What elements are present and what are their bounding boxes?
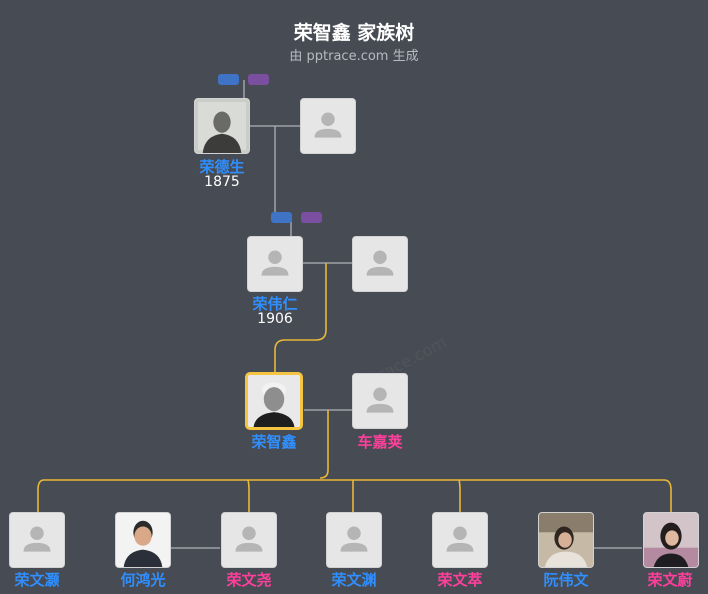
pill-blue-indicator[interactable]	[271, 212, 292, 223]
person-name[interactable]: 车嘉荚	[357, 433, 403, 451]
portrait-photo[interactable]	[538, 512, 594, 568]
children-bus	[37, 479, 672, 512]
portrait-placeholder[interactable]	[326, 512, 382, 568]
person-name[interactable]: 荣智鑫	[251, 433, 297, 451]
page-title: 荣智鑫 家族树	[293, 22, 415, 44]
person-name[interactable]: 荣文灏	[14, 571, 60, 589]
person-icon	[366, 387, 394, 413]
page-subtitle: 由 pptrace.com 生成	[289, 49, 419, 64]
portrait-placeholder[interactable]	[352, 236, 408, 292]
person-name[interactable]: 荣文尧	[226, 571, 272, 589]
person-birth-year: 1875	[204, 174, 240, 190]
portrait-placeholder[interactable]	[352, 373, 408, 429]
portrait-photo[interactable]	[194, 98, 250, 154]
person-name[interactable]: 何鸿光	[120, 571, 166, 589]
child-drop	[458, 479, 461, 512]
pill-purple-indicator[interactable]	[301, 212, 322, 223]
person-name[interactable]: 荣伟仁	[252, 295, 298, 313]
portrait-placeholder[interactable]	[300, 98, 356, 154]
person-name[interactable]: 荣德生	[199, 158, 245, 176]
pill-blue-indicator[interactable]	[218, 74, 239, 85]
pill-purple-indicator[interactable]	[248, 74, 269, 85]
person-name[interactable]: 荣文渊	[331, 571, 377, 589]
person-icon	[340, 526, 368, 552]
descent-link	[274, 263, 327, 373]
person-birth-year: 1906	[257, 311, 293, 327]
descent-link	[319, 410, 329, 479]
portrait-photo-highlighted[interactable]	[246, 373, 302, 429]
portrait-placeholder[interactable]	[247, 236, 303, 292]
person-name[interactable]: 荣文蔚	[647, 571, 693, 589]
portrait-photo[interactable]	[115, 512, 171, 568]
person-icon	[366, 250, 394, 276]
portrait-placeholder[interactable]	[432, 512, 488, 568]
person-name[interactable]: 荣文萃	[437, 571, 483, 589]
portrait-photo[interactable]	[643, 512, 699, 568]
person-icon	[23, 526, 51, 552]
person-name[interactable]: 阮伟文	[543, 571, 589, 589]
person-icon	[314, 112, 342, 138]
portrait-placeholder[interactable]	[9, 512, 65, 568]
portrait-placeholder[interactable]	[221, 512, 277, 568]
person-icon	[446, 526, 474, 552]
child-drop	[247, 479, 250, 512]
person-icon	[261, 250, 289, 276]
person-icon	[235, 526, 263, 552]
